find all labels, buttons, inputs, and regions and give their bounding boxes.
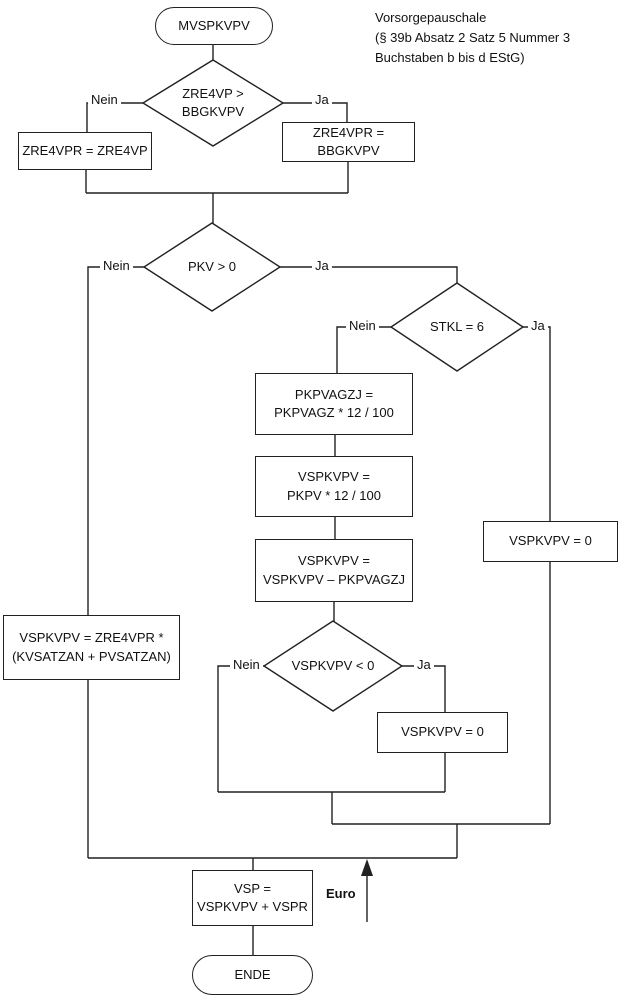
process-vspkvpv-minus-pkpvagzj: VSPKVPV = VSPKVPV – PKPVAGZJ: [255, 539, 413, 602]
process-pkpvagzj: PKPVAGZJ = PKPVAGZ * 12 / 100: [255, 373, 413, 435]
branch-label-nein-pkv: Nein: [100, 258, 133, 273]
branch-label-nein-zre4vp: Nein: [88, 92, 121, 107]
process-vspkvpv-zero-negative: VSPKVPV = 0: [377, 712, 508, 753]
decision-vspkvpv-lt-0: VSPKVPV < 0: [291, 657, 375, 673]
branch-label-ja-vspkvpv: Ja: [414, 657, 434, 672]
branch-label-ja-zre4vp: Ja: [312, 92, 332, 107]
end-terminator: ENDE: [192, 955, 313, 995]
stkl-diamond-shape: [389, 282, 525, 372]
process-zre4vpr-zre4vp: ZRE4VPR = ZRE4VP: [18, 132, 152, 170]
branch-label-ja-stkl: Ja: [528, 318, 548, 333]
process-zre4vpr-bbgkvpv: ZRE4VPR = BBGKVPV: [282, 122, 415, 162]
process-vsp-sum: VSP = VSPKVPV + VSPR: [192, 870, 313, 926]
euro-arrow-icon: [361, 859, 373, 876]
branch-label-nein-stkl: Nein: [346, 318, 379, 333]
pkv-diamond-shape: [142, 222, 282, 312]
connector-lines: [85, 45, 551, 956]
process-vspkvpv-zero-stkl6: VSPKVPV = 0: [483, 521, 618, 562]
decision-pkv-gt-0: PKV > 0: [187, 258, 237, 274]
start-terminator: MVSPKVPV: [155, 7, 273, 45]
process-vspkvpv-pkpv: VSPKVPV = PKPV * 12 / 100: [255, 456, 413, 517]
zre4vp-diamond-shape: [141, 59, 285, 147]
euro-axis-label: Euro: [326, 886, 356, 901]
process-vspkvpv-formula: VSPKVPV = ZRE4VPR * (KVSATZAN + PVSATZAN…: [3, 615, 180, 680]
branch-label-ja-pkv: Ja: [312, 258, 332, 273]
decision-zre4vp-gt-bbgkvpv: ZRE4VP > BBGKVPV: [181, 85, 245, 119]
decision-stkl-eq-6: STKL = 6: [429, 318, 485, 334]
legal-annotation: Vorsorgepauschale (§ 39b Absatz 2 Satz 5…: [375, 10, 571, 65]
vspkvpv-diamond-shape: [262, 620, 404, 712]
branch-label-nein-vspkvpv: Nein: [230, 657, 263, 672]
